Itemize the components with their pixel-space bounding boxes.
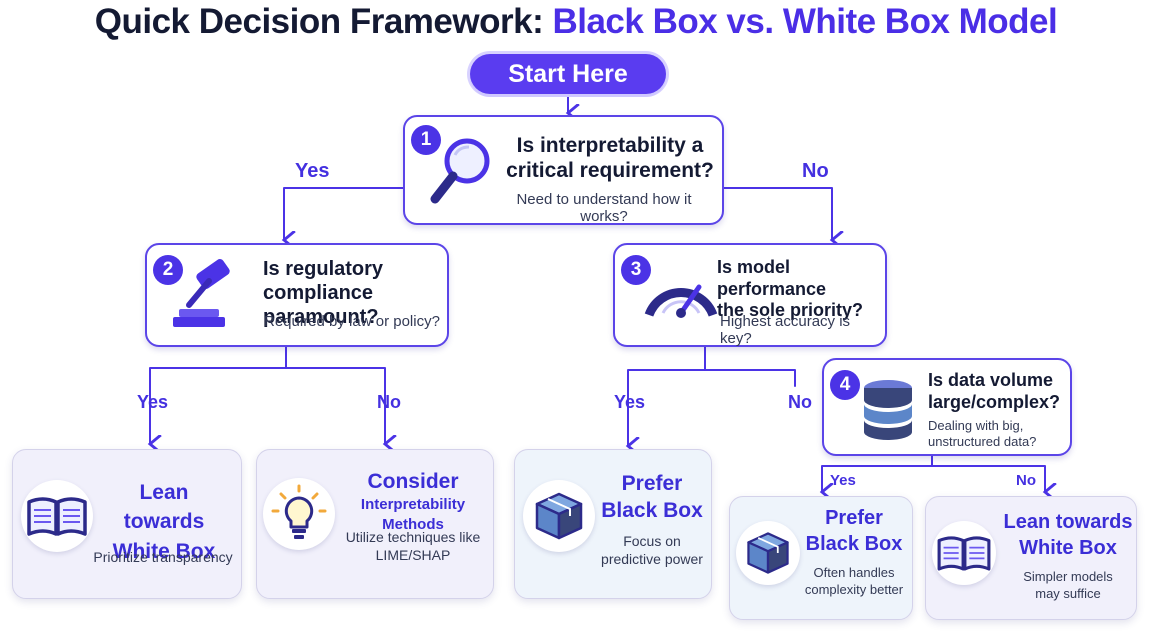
question-2-line-1: Is regulatory <box>263 258 384 280</box>
question-4-title: Is data volume large/complex? <box>928 370 1068 413</box>
outcome-2-sub-line-2: LIME/SHAP <box>375 547 451 564</box>
start-here-node: Start Here <box>470 54 666 94</box>
question-4-line-1: Is data volume <box>928 370 1054 390</box>
outcome-white-box-2: Lean towards White Box Simpler models ma… <box>925 496 1137 620</box>
gavel-icon <box>173 259 230 327</box>
outcome-2-line-1: Consider <box>367 470 459 493</box>
outcome-2-title: Consider Interpretability Methods <box>335 468 491 534</box>
question-1-title: Is interpretability a critical requireme… <box>500 133 720 183</box>
question-1-subtitle: Need to understand how it works? <box>516 191 692 225</box>
outcome-1-line-2: White Box <box>112 539 216 563</box>
q1-yes-label: Yes <box>295 160 330 182</box>
database-icon <box>864 380 912 440</box>
q3-no-label: No <box>788 392 812 412</box>
outcome-3-icon-circle <box>523 480 595 552</box>
question-2-title: Is regulatory compliance paramount? <box>263 257 448 329</box>
outcome-4-sub-line-2: complexity better <box>804 581 904 597</box>
q1-no-label: No <box>802 160 829 182</box>
box-icon <box>535 492 583 540</box>
title-part-1: Quick Decision Framework: <box>94 2 553 41</box>
speedometer-icon <box>644 284 718 318</box>
question-4-sub-line-1: Dealing with big, <box>928 418 1024 433</box>
outcome-2-subtitle: Utilize techniques like LIME/SHAP <box>335 528 491 564</box>
outcome-white-box-1: Lean towards White Box Prioritize transp… <box>12 449 242 599</box>
outcome-black-box-1: Prefer Black Box Focus on predictive pow… <box>514 449 712 599</box>
step-badge-1: 1 <box>411 125 441 155</box>
question-3-line-1: Is model performance <box>717 257 827 299</box>
question-1-line-2: critical requirement? <box>506 159 714 183</box>
question-4-box: 4 Is data volume large/complex? Dealing … <box>822 358 1072 456</box>
outcome-3-subtitle: Focus on predictive power <box>599 532 705 568</box>
lightbulb-icon <box>271 484 327 539</box>
outcome-1-subtitle: Prioritize transparency <box>93 549 233 565</box>
outcome-4-line-2: Black Box <box>805 533 903 555</box>
outcome-3-line-1: Prefer <box>621 472 683 495</box>
question-2-subtitle: Required by law or policy? <box>264 313 440 330</box>
magnifying-glass-icon <box>430 138 490 204</box>
outcome-4-sub-line-1: Often handles <box>813 565 895 580</box>
question-3-box: 3 Is model performance the sole priority… <box>613 243 887 347</box>
question-3-title: Is model performance the sole priority? <box>717 257 882 322</box>
title-part-2: Black Box vs. White Box Model <box>552 2 1058 41</box>
question-2-line-2: compliance paramount? <box>263 282 379 328</box>
outcome-3-line-2: Black Box <box>601 499 703 523</box>
question-3-subtitle: Highest accuracy is key? <box>720 313 851 347</box>
step-badge-2: 2 <box>153 255 183 285</box>
outcome-5-subtitle: Simpler models may suffice <box>1002 569 1134 603</box>
outcome-1-icon-circle <box>21 480 93 552</box>
step-badge-3: 3 <box>621 255 651 285</box>
box-icon <box>747 532 789 574</box>
outcome-3-sub-line-2: predictive power <box>601 551 703 568</box>
open-book-icon <box>27 497 87 536</box>
question-4-line-2: large/complex? <box>928 391 1061 412</box>
outcome-black-box-2: Prefer Black Box Often handles complexit… <box>729 496 913 620</box>
q4-yes-label: Yes <box>830 472 856 489</box>
question-3-line-2: the sole priority? <box>717 300 864 321</box>
outcome-interpretability-methods: Consider Interpretability Methods Utiliz… <box>256 449 494 599</box>
outcome-2-icon-circle <box>263 478 335 550</box>
outcome-1-title: Lean towards White Box <box>97 478 231 566</box>
outcome-5-line-2: White Box <box>1019 537 1117 559</box>
outcome-5-title: Lean towards White Box <box>1002 509 1134 561</box>
page-title: Quick Decision Framework: Black Box vs. … <box>0 2 1152 42</box>
outcome-3-title: Prefer Black Box <box>599 470 705 525</box>
open-book-icon <box>937 536 991 571</box>
q2-yes-label: Yes <box>137 392 169 412</box>
outcome-4-title: Prefer Black Box <box>802 505 906 557</box>
question-4-sub-line-2: unstructured data? <box>928 434 1037 450</box>
outcome-5-icon-circle <box>932 521 996 585</box>
outcome-5-sub-line-2: may suffice <box>1035 585 1101 601</box>
question-1-line-1: Is interpretability a <box>516 134 704 157</box>
outcome-4-icon-circle <box>736 521 800 585</box>
step-badge-4: 4 <box>830 370 860 400</box>
outcome-1-line-1: Lean towards <box>123 481 205 534</box>
outcome-4-line-1: Prefer <box>825 507 883 529</box>
q4-no-label: No <box>1016 472 1036 489</box>
question-2-box: 2 Is regulatory compliance paramount? Re… <box>145 243 449 347</box>
outcome-2-line-2: Interpretability Methods <box>360 496 466 533</box>
question-4-subtitle: Dealing with big, unstructured data? <box>928 418 1068 451</box>
q3-yes-label: Yes <box>614 392 646 412</box>
outcome-3-sub-line-1: Focus on <box>623 533 681 549</box>
outcome-5-sub-line-1: Simpler models <box>1023 569 1113 584</box>
outcome-5-line-1: Lean towards <box>1003 511 1133 533</box>
outcome-4-subtitle: Often handles complexity better <box>800 565 908 599</box>
q2-no-label: No <box>377 392 401 412</box>
question-1-box: 1 Is interpretability a critical require… <box>403 115 724 225</box>
outcome-2-sub-line-1: Utilize techniques like <box>345 529 481 545</box>
